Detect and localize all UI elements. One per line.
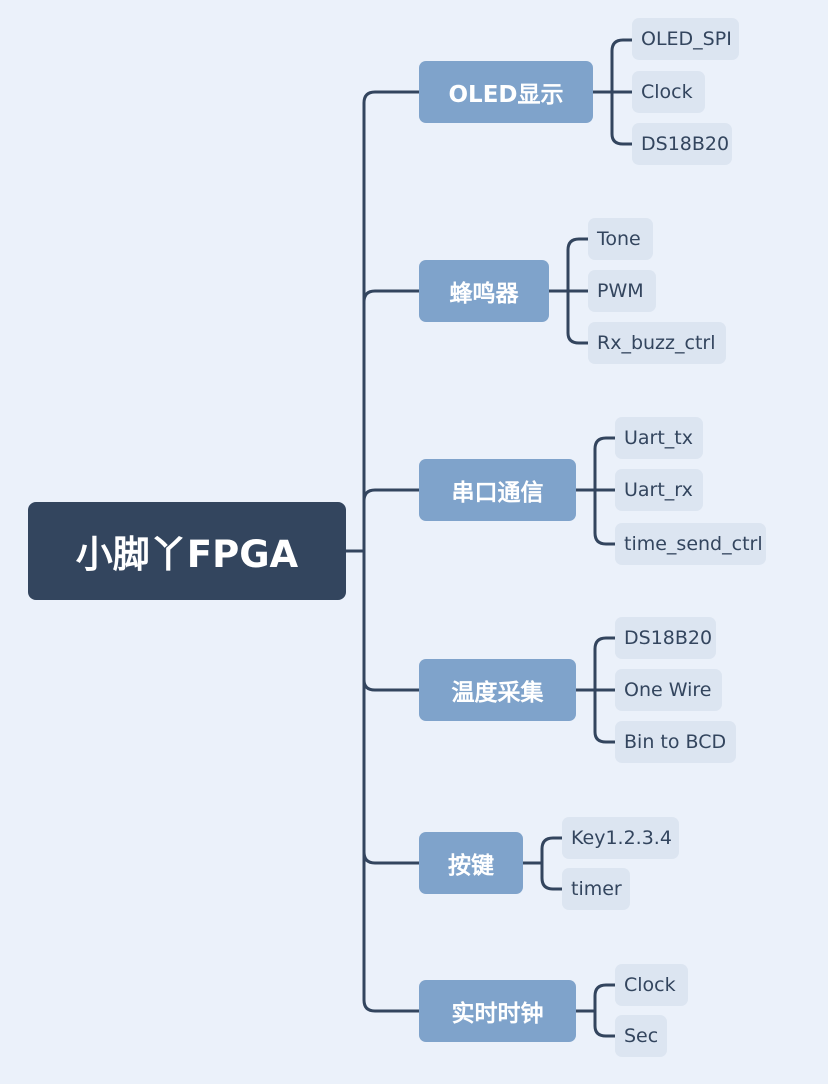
leaf-buzzer-tone[interactable]: Tone [588, 218, 653, 260]
rtc-bracket [574, 983, 617, 1038]
leaf-buzzer-pwm[interactable]: PWM [588, 270, 656, 312]
buzzer-bracket [547, 237, 590, 345]
trunk-tick-3 [362, 488, 421, 503]
branch-keys[interactable]: 按键 [419, 832, 523, 894]
key-bracket [521, 836, 564, 891]
leaf-uart-tx[interactable]: Uart_tx [615, 417, 703, 459]
branch-buzzer[interactable]: 蜂鸣器 [419, 260, 549, 322]
root-node[interactable]: 小脚丫FPGA [28, 502, 346, 600]
branch-rtc[interactable]: 实时时钟 [419, 980, 576, 1042]
leaf-temp-one-wire[interactable]: One Wire [615, 669, 722, 711]
trunk-tick-5 [362, 850, 421, 865]
trunk-tick-2 [362, 289, 421, 304]
branch-uart[interactable]: 串口通信 [419, 459, 576, 521]
branch-oled-display[interactable]: OLED显示 [419, 61, 593, 123]
trunk-spine [362, 90, 421, 1013]
leaf-buzzer-rx-ctrl[interactable]: Rx_buzz_ctrl [588, 322, 726, 364]
leaf-temp-ds18b20[interactable]: DS18B20 [615, 617, 716, 659]
leaf-rtc-sec[interactable]: Sec [615, 1015, 667, 1057]
leaf-key-timer[interactable]: timer [562, 868, 630, 910]
leaf-oled-clock[interactable]: Clock [632, 71, 705, 113]
leaf-oled-spi[interactable]: OLED_SPI [632, 18, 739, 60]
leaf-key-1234[interactable]: Key1.2.3.4 [562, 817, 679, 859]
oled-bracket [591, 38, 634, 146]
uart-bracket [574, 436, 617, 546]
leaf-oled-ds18b20[interactable]: DS18B20 [632, 123, 732, 165]
temp-bracket [574, 636, 617, 744]
leaf-uart-time-send-ctrl[interactable]: time_send_ctrl [615, 523, 766, 565]
leaf-rtc-clock[interactable]: Clock [615, 964, 688, 1006]
leaf-temp-bin-to-bcd[interactable]: Bin to BCD [615, 721, 736, 763]
branch-temperature[interactable]: 温度采集 [419, 659, 576, 721]
leaf-uart-rx[interactable]: Uart_rx [615, 469, 703, 511]
trunk-tick-4 [362, 678, 421, 692]
